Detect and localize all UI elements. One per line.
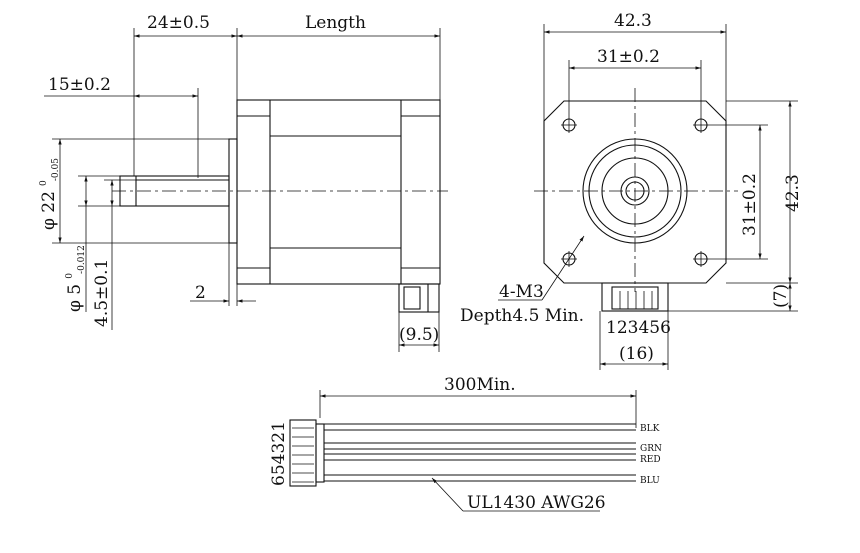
dim-hole-spacing-v: 31±0.2 (709, 124, 768, 260)
wire-spec-callout: UL1430 AWG26 (431, 477, 606, 513)
dim-hole-v-label: 31±0.2 (740, 173, 760, 236)
dim-flat-label: 15±0.2 (48, 75, 111, 95)
hole-callout: 4-M3 Depth4.5 Min. (460, 235, 585, 326)
wire-blu: BLU (324, 474, 660, 486)
pin-numbers: 123456 (606, 318, 671, 338)
dim-boss-prefix: φ 22 (39, 191, 59, 230)
holes-label: 4-M3 (499, 282, 544, 302)
dim-face-height: 42.3 (726, 100, 803, 284)
wire-spec-label: UL1430 AWG26 (467, 493, 606, 513)
dim-cable-length: 300Min. (319, 375, 637, 428)
dim-body-length: Length (237, 13, 441, 100)
dim-boss-tol-upper: 0 (39, 180, 49, 186)
wire-red: RED (324, 453, 661, 465)
dim-shaft-dia-prefix: φ 5 (65, 284, 85, 312)
dim-offset-label: (7) (771, 284, 791, 308)
svg-text:φ 5 0 -0.012: φ 5 0 -0.012 (57, 245, 87, 312)
dim-length-label: Length (305, 13, 366, 33)
dim-shaft-diameter: φ 5 0 -0.012 (57, 175, 120, 312)
dim-connector-offset: (7) (668, 283, 798, 312)
front-connector (601, 282, 669, 312)
wire-grn-label: GRN (640, 444, 662, 454)
dim-hole-spacing-h: 31±0.2 (568, 47, 702, 117)
dim-face-height-label: 42.3 (783, 174, 803, 212)
connector-housing (398, 283, 440, 313)
cable-connector: 654321 (269, 419, 325, 487)
dim-boss-diameter: φ 22 0 -0.05 (31, 138, 229, 244)
dim-flat-depth-label: 4.5±0.1 (92, 259, 112, 327)
dim-boss-tol-lower: -0.05 (51, 158, 61, 181)
dim-connector-label: (9.5) (399, 325, 439, 345)
dim-shaft-length: 24±0.5 (133, 13, 238, 176)
svg-text:φ 22 0 -0.05: φ 22 0 -0.05 (31, 158, 61, 230)
dim-shaft-label: 24±0.5 (147, 13, 210, 33)
depth-label: Depth4.5 Min. (460, 306, 584, 326)
wire-blk-label: BLK (640, 424, 660, 434)
front-view: 42.3 31±0.2 31±0.2 42.3 (7) (460, 11, 803, 370)
dim-flat-depth: 4.5±0.1 (92, 179, 136, 330)
dim-hole-h-label: 31±0.2 (597, 47, 660, 67)
wire-grn: GRN (324, 442, 662, 454)
dim-face-width: 42.3 (543, 11, 727, 121)
cable-assembly: 300Min. 654321 BLK GRN (269, 375, 662, 513)
dim-flat-length: 15±0.2 (44, 75, 199, 178)
dim-cable-label: 300Min. (444, 375, 516, 395)
wire-blu-label: BLU (640, 476, 660, 486)
motor-face (543, 100, 727, 284)
dim-boss-height: 2 (190, 243, 256, 306)
connector-pins-label: 654321 (269, 421, 289, 486)
side-view: 24±0.5 Length 15±0.2 φ 22 0 -0.05 (31, 13, 448, 352)
dim-face-width-label: 42.3 (614, 11, 652, 31)
dim-connector-width-label: (16) (619, 344, 654, 364)
connector-dim: 123456 (16) (599, 311, 671, 370)
dim-shaft-dia-tol-lower: -0.012 (77, 245, 87, 274)
dim-shaft-dia-tol-upper: 0 (65, 273, 75, 279)
dim-boss-height-label: 2 (195, 283, 206, 303)
dim-connector-length: (9.5) (398, 312, 440, 352)
wire-blk: BLK (324, 423, 660, 434)
motor-body-side (236, 99, 441, 285)
wire-red-label: RED (640, 455, 661, 465)
